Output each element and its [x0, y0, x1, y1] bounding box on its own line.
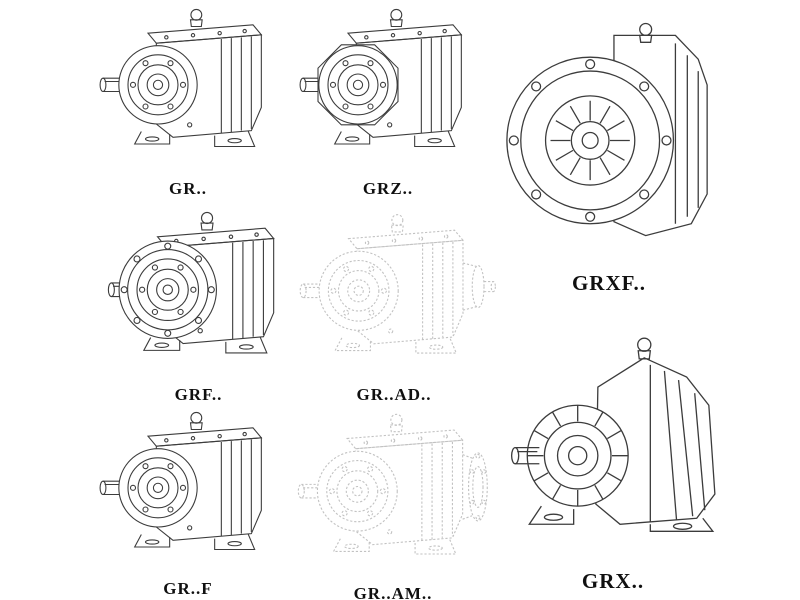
foot-mounted-gearbox-icon — [88, 406, 288, 578]
figure-label-gr: GR.. — [169, 179, 207, 198]
figure-label-grff: GR..F — [163, 579, 213, 598]
grad-drawing-area — [288, 206, 500, 384]
figure-grxf: GRXF.. — [495, 0, 723, 300]
figure-label-grf: GRF.. — [174, 385, 223, 404]
figure-gram: GR..AM.. — [286, 408, 500, 600]
grxf-drawing-area — [495, 0, 723, 272]
foot-mounted-gearbox-variant-icon — [288, 0, 488, 178]
figure-grff: GR..F — [88, 406, 288, 600]
figure-gr: GR.. — [88, 0, 288, 202]
figure-grf: GRF.. — [96, 204, 301, 408]
figure-label-grz: GRZ.. — [362, 179, 414, 198]
figure-grad: GR..AD.. — [288, 206, 500, 408]
figure-label-grad: GR..AD.. — [356, 385, 432, 404]
gearbox-with-adapter-icon — [288, 206, 500, 384]
figure-label-gram: GR..AM.. — [353, 583, 433, 600]
figure-label-grxf: GRXF.. — [571, 271, 647, 295]
grf-drawing-area — [96, 204, 301, 384]
grff-drawing-area — [88, 406, 288, 578]
foot-mounted-gearbox-icon — [88, 0, 288, 178]
gr-drawing-area — [88, 0, 288, 178]
flange-front-gearbox-icon — [506, 22, 708, 237]
figure-grx: GRX.. — [497, 300, 729, 598]
figure-label-grx: GRX.. — [581, 569, 645, 593]
grx-drawing-area — [497, 300, 729, 570]
flange-mounted-gearbox-icon — [96, 204, 301, 384]
gram-drawing-area — [286, 408, 500, 583]
grz-drawing-area — [288, 0, 488, 178]
gearbox-with-motor-flange-icon — [286, 408, 500, 583]
figure-grz: GRZ.. — [288, 0, 488, 202]
large-foot-mounted-gearbox-icon — [511, 337, 716, 532]
